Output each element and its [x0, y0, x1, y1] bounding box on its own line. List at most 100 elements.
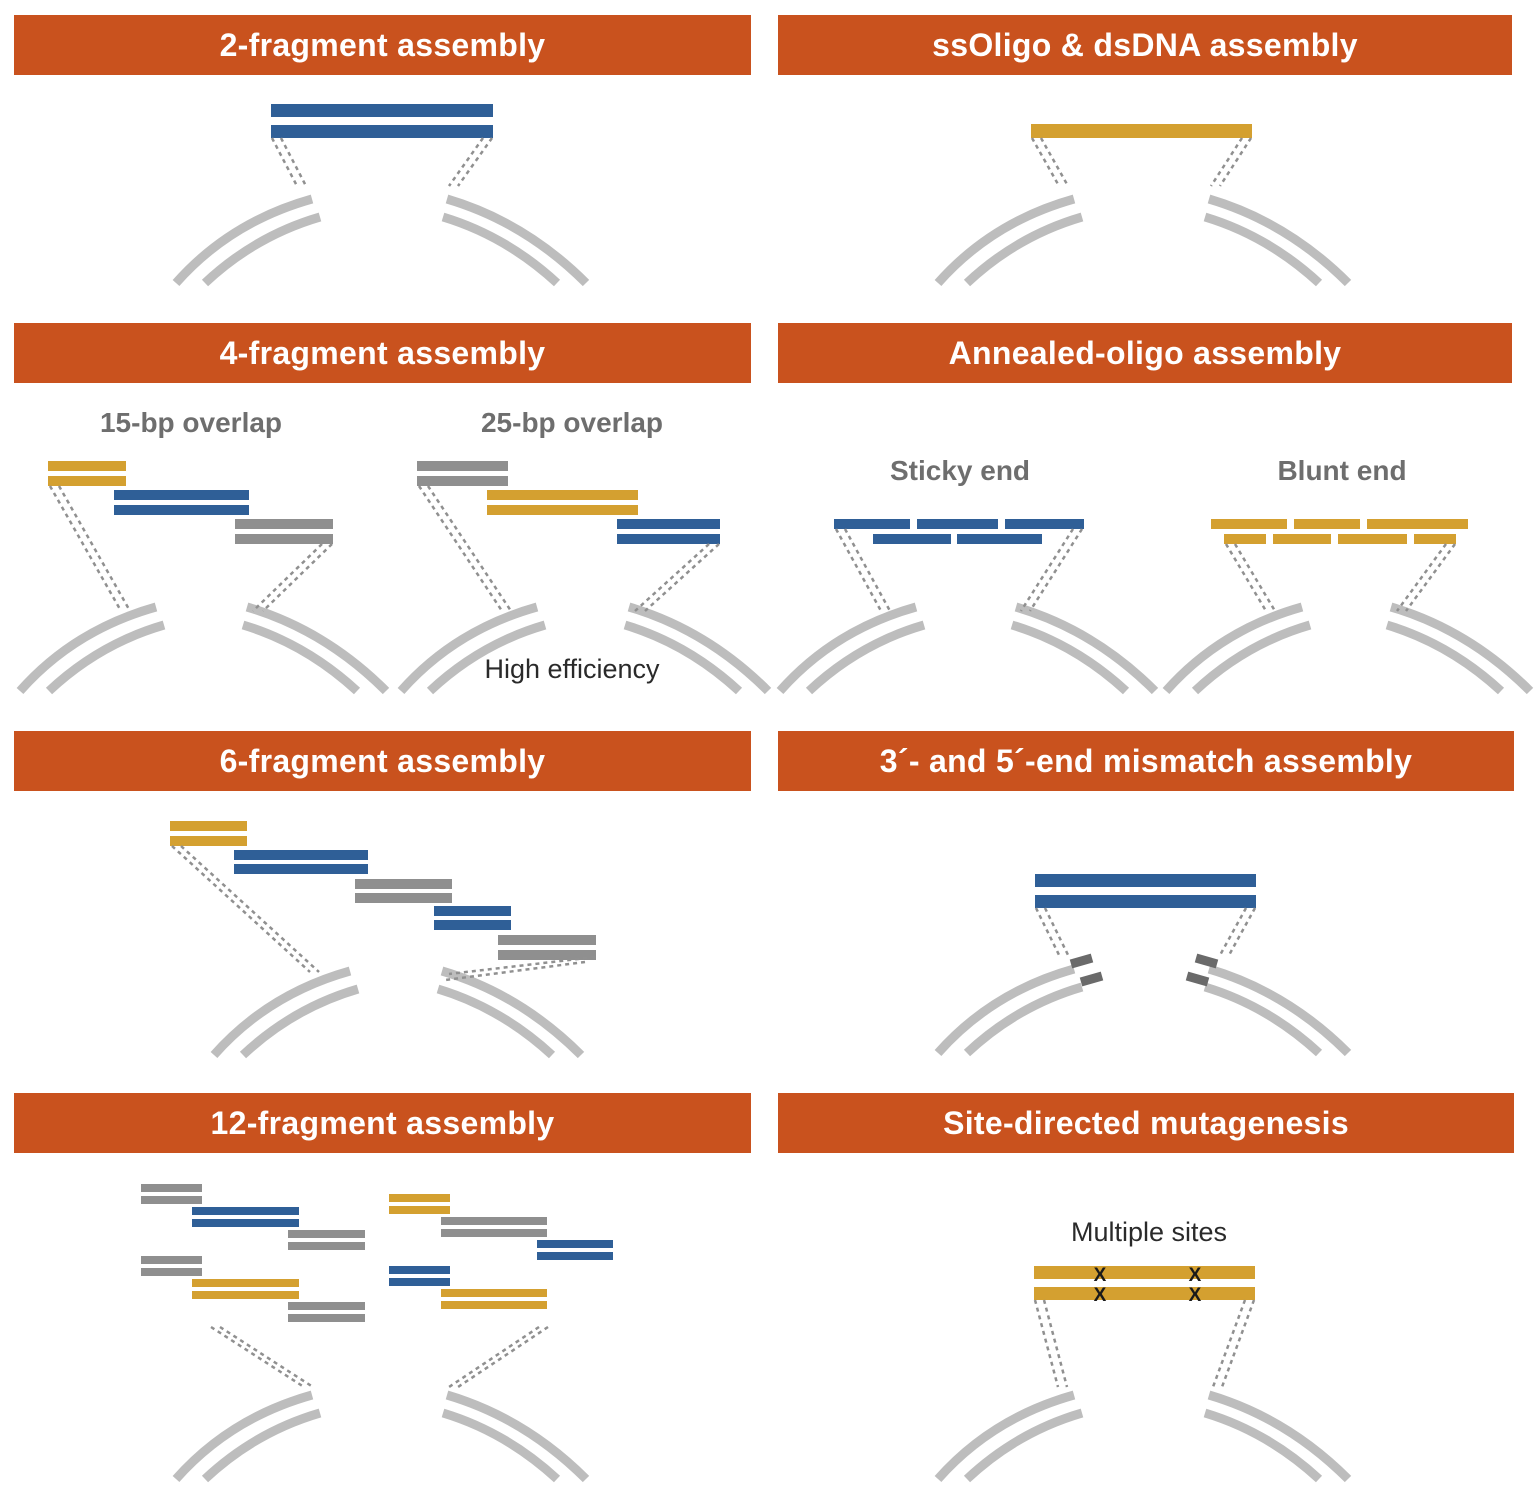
fragment-blue: [617, 519, 720, 529]
fragment-gray: [288, 1302, 365, 1310]
label-high-efficiency: High efficiency: [484, 654, 660, 684]
diagram-ssoligo: [938, 124, 1348, 283]
vector-left-arc: [176, 1395, 320, 1479]
fragment-blue: [192, 1219, 299, 1227]
diagram-6-fragment: [170, 821, 596, 1055]
oligo-gold: [1338, 534, 1407, 544]
overlap-dotted-lines: [48, 485, 333, 612]
diagram-mismatch: [938, 874, 1348, 1053]
overlap-dotted-lines: [270, 137, 494, 187]
fragment-blue: [234, 850, 368, 860]
oligo-gold: [1273, 534, 1331, 544]
fragment-blue: [271, 125, 493, 138]
diagram-2-fragment: [176, 104, 586, 283]
overlap-dotted-lines: [1030, 137, 1253, 187]
fragment-gold: [1034, 1287, 1255, 1300]
vector-right-arc: [243, 607, 386, 691]
ssoligo-strand: [1031, 124, 1252, 138]
fragment-blue: [114, 490, 249, 500]
oligo-gold: [1211, 519, 1287, 529]
vector-left-arc: [938, 199, 1082, 283]
fragment-gray: [417, 461, 508, 471]
overlap-dotted-lines: [1224, 543, 1457, 612]
fragment-blue: [192, 1207, 299, 1215]
mutation-mark: X: [1094, 1265, 1107, 1286]
vector-left-arc: [938, 969, 1082, 1053]
fragment-blue: [1035, 874, 1256, 887]
vector-left-arc: [1166, 607, 1310, 691]
vector-right-arc: [1387, 607, 1530, 691]
mutation-mark: X: [1094, 1285, 1107, 1306]
label-sticky-end: Sticky end: [889, 455, 1031, 486]
oligo-blue: [873, 534, 951, 544]
diagram-mutagenesis: X X X X: [938, 1265, 1348, 1479]
oligo-blue: [917, 519, 998, 529]
vector-left-arc: [780, 607, 924, 691]
vector-left-arc: [214, 971, 358, 1055]
fragment-blue: [537, 1240, 613, 1248]
fragment-gray: [288, 1242, 365, 1250]
fragment-gray: [141, 1256, 202, 1264]
fragment-gray: [441, 1217, 547, 1225]
diagram-4-fragment-15bp: [20, 461, 386, 691]
overlap-dotted-lines: [834, 528, 1084, 612]
mutation-mark: X: [1189, 1285, 1202, 1306]
fragment-blue: [234, 864, 368, 874]
fragment-blue: [617, 534, 720, 544]
fragment-blue: [1035, 895, 1256, 908]
label-15bp-overlap: 15-bp overlap: [99, 407, 283, 438]
fragment-gray: [355, 879, 452, 889]
vector-right-arc: [438, 971, 581, 1055]
panel-title-mismatch: 3´- and 5´-end mismatch assembly: [778, 731, 1514, 791]
fragment-gray: [235, 519, 333, 529]
fragment-gray: [498, 935, 596, 945]
fragment-gray: [288, 1314, 365, 1322]
vector-left-arc: [176, 199, 320, 283]
vector-right-arc: [1205, 969, 1348, 1053]
fragment-blue: [434, 920, 511, 930]
fragment-gold: [487, 505, 638, 515]
fragment-gold: [192, 1291, 299, 1299]
fragment-gold: [170, 821, 247, 831]
fragment-gold: [389, 1194, 450, 1202]
fragment-blue: [114, 505, 249, 515]
fragment-blue: [389, 1278, 450, 1286]
fragment-blue: [271, 104, 493, 117]
fragment-gold: [192, 1279, 299, 1287]
oligo-gold: [1367, 519, 1468, 529]
oligo-gold: [1414, 534, 1456, 544]
panel-title-2-fragment: 2-fragment assembly: [14, 15, 751, 75]
fragment-gray: [141, 1268, 202, 1276]
oligo-blue: [834, 519, 910, 529]
label-blunt-end: Blunt end: [1277, 455, 1407, 486]
diagram-12-fragment: [141, 1184, 613, 1479]
oligo-gold: [1224, 534, 1266, 544]
fragment-gray: [235, 534, 333, 544]
fragment-gold: [441, 1289, 547, 1297]
oligo-blue: [1005, 519, 1084, 529]
fragment-gray: [141, 1196, 202, 1204]
fragment-gold: [48, 476, 126, 486]
fragment-gold: [487, 490, 638, 500]
vector-right-arc: [443, 199, 586, 283]
oligo-gold: [1294, 519, 1360, 529]
fragment-gold: [389, 1206, 450, 1214]
panel-title-ssoligo: ssOligo & dsDNA assembly: [778, 15, 1512, 75]
fragment-blue: [389, 1266, 450, 1274]
fragment-blue: [434, 906, 511, 916]
fragment-blue: [537, 1252, 613, 1260]
mutation-mark: X: [1189, 1265, 1202, 1286]
fragment-gold: [48, 461, 126, 471]
label-25bp-overlap: 25-bp overlap: [480, 407, 664, 438]
fragment-gray: [141, 1184, 202, 1192]
fragment-gray: [498, 950, 596, 960]
vector-right-arc: [1205, 199, 1348, 283]
panel-title-12-fragment: 12-fragment assembly: [14, 1093, 751, 1153]
fragment-gray: [288, 1230, 365, 1238]
overlap-dotted-lines: [210, 1325, 549, 1389]
vector-right-arc: [443, 1395, 586, 1479]
vector-right-arc: [1205, 1395, 1348, 1479]
fragment-gold: [441, 1301, 547, 1309]
panel-title-mutagenesis: Site-directed mutagenesis: [778, 1093, 1514, 1153]
